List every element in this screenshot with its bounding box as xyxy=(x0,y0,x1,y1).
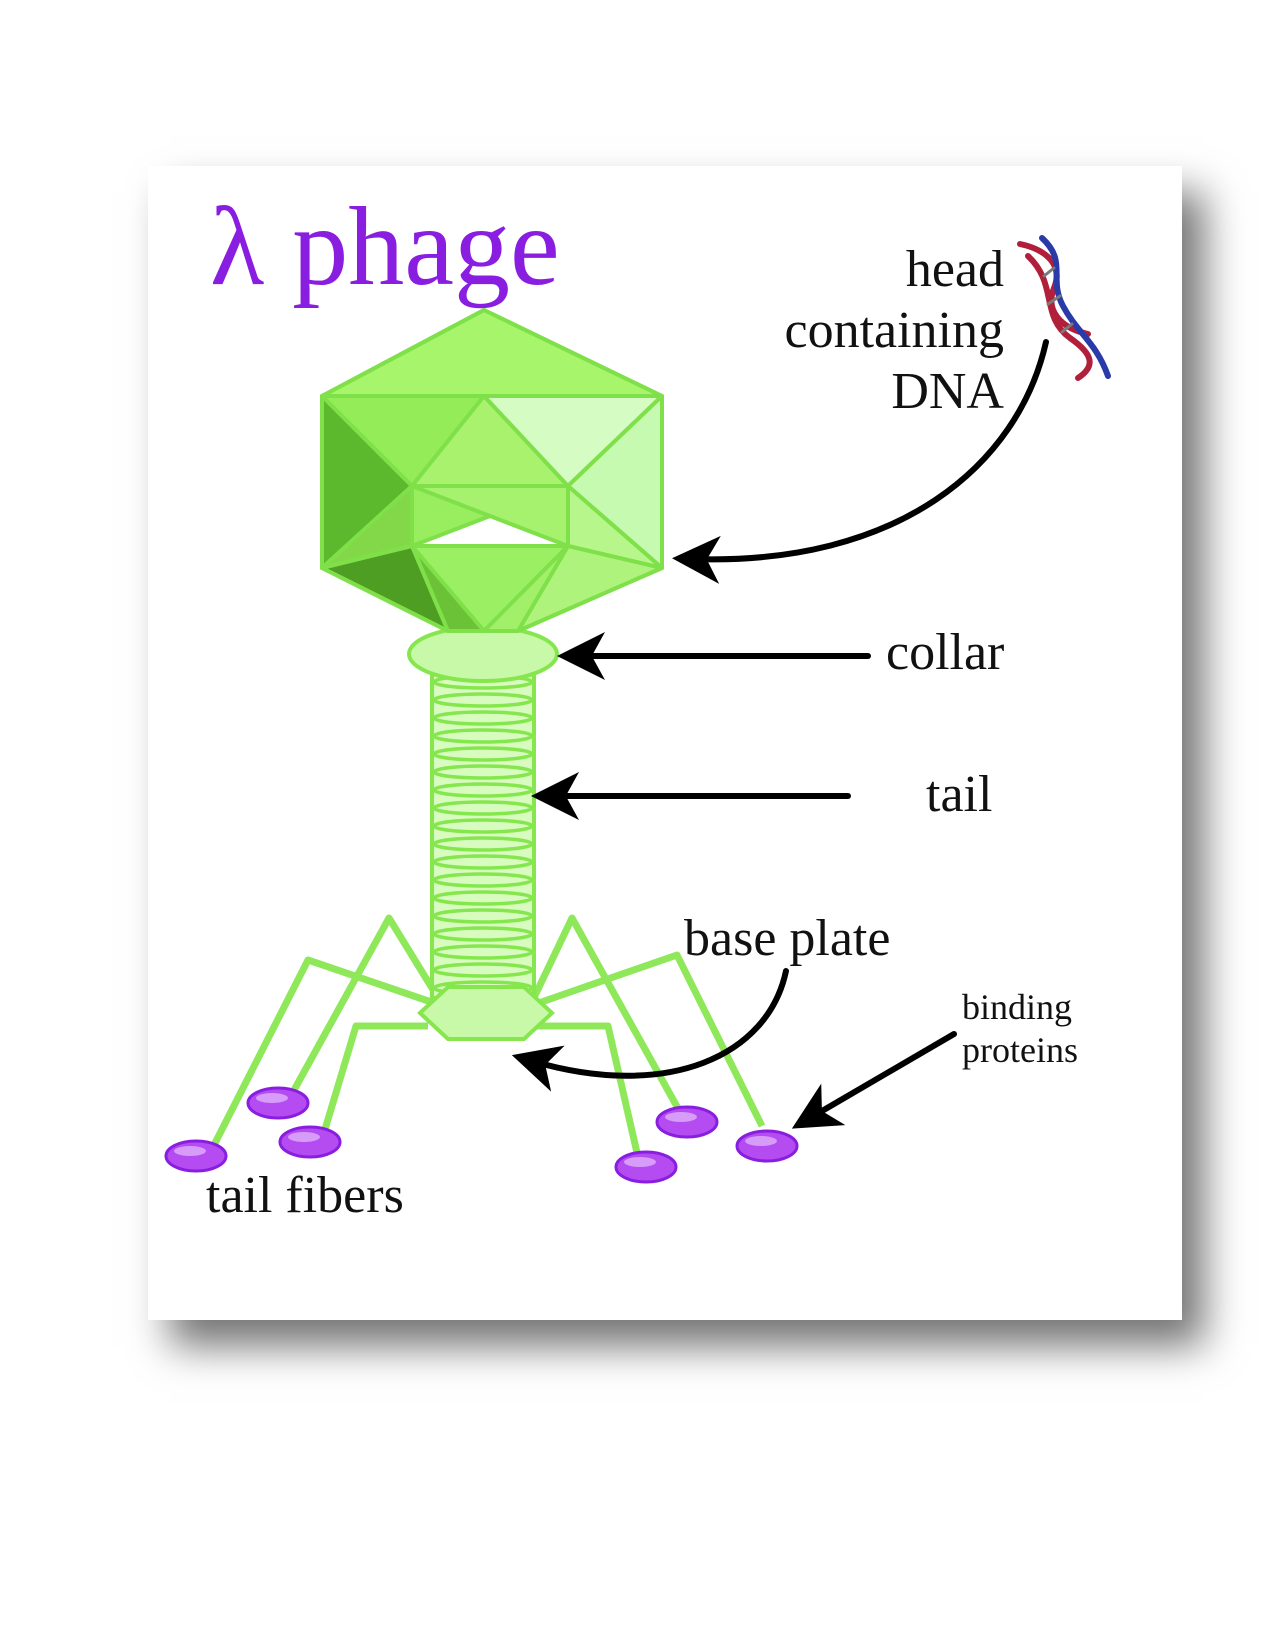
binding-protein xyxy=(616,1152,676,1182)
label-tail: tail xyxy=(926,766,992,823)
label-collar: collar xyxy=(886,624,1004,681)
label-head-line1: head xyxy=(906,241,1004,298)
binding-protein xyxy=(657,1107,717,1137)
arrow-binding-proteins xyxy=(810,1034,954,1118)
label-head-line3: DNA xyxy=(891,363,1004,420)
binding-protein xyxy=(248,1088,308,1118)
lambda-phage-diagram: λ phage xyxy=(148,166,1182,1320)
tail-sheath xyxy=(432,666,534,998)
label-tail-fibers: tail fibers xyxy=(206,1167,404,1224)
base-plate xyxy=(420,987,552,1039)
label-head-line2: containing xyxy=(784,302,1004,359)
binding-protein xyxy=(280,1127,340,1157)
phage-head xyxy=(322,310,662,631)
label-base-plate: base plate xyxy=(684,910,890,967)
binding-protein xyxy=(737,1131,797,1161)
diagram-title: λ phage xyxy=(210,185,560,309)
label-binding-line1: binding xyxy=(962,987,1072,1027)
dna-helix-icon xyxy=(1020,238,1108,378)
diagram-card: λ phage xyxy=(148,166,1182,1320)
label-binding-line2: proteins xyxy=(962,1030,1078,1070)
collar xyxy=(409,627,557,681)
